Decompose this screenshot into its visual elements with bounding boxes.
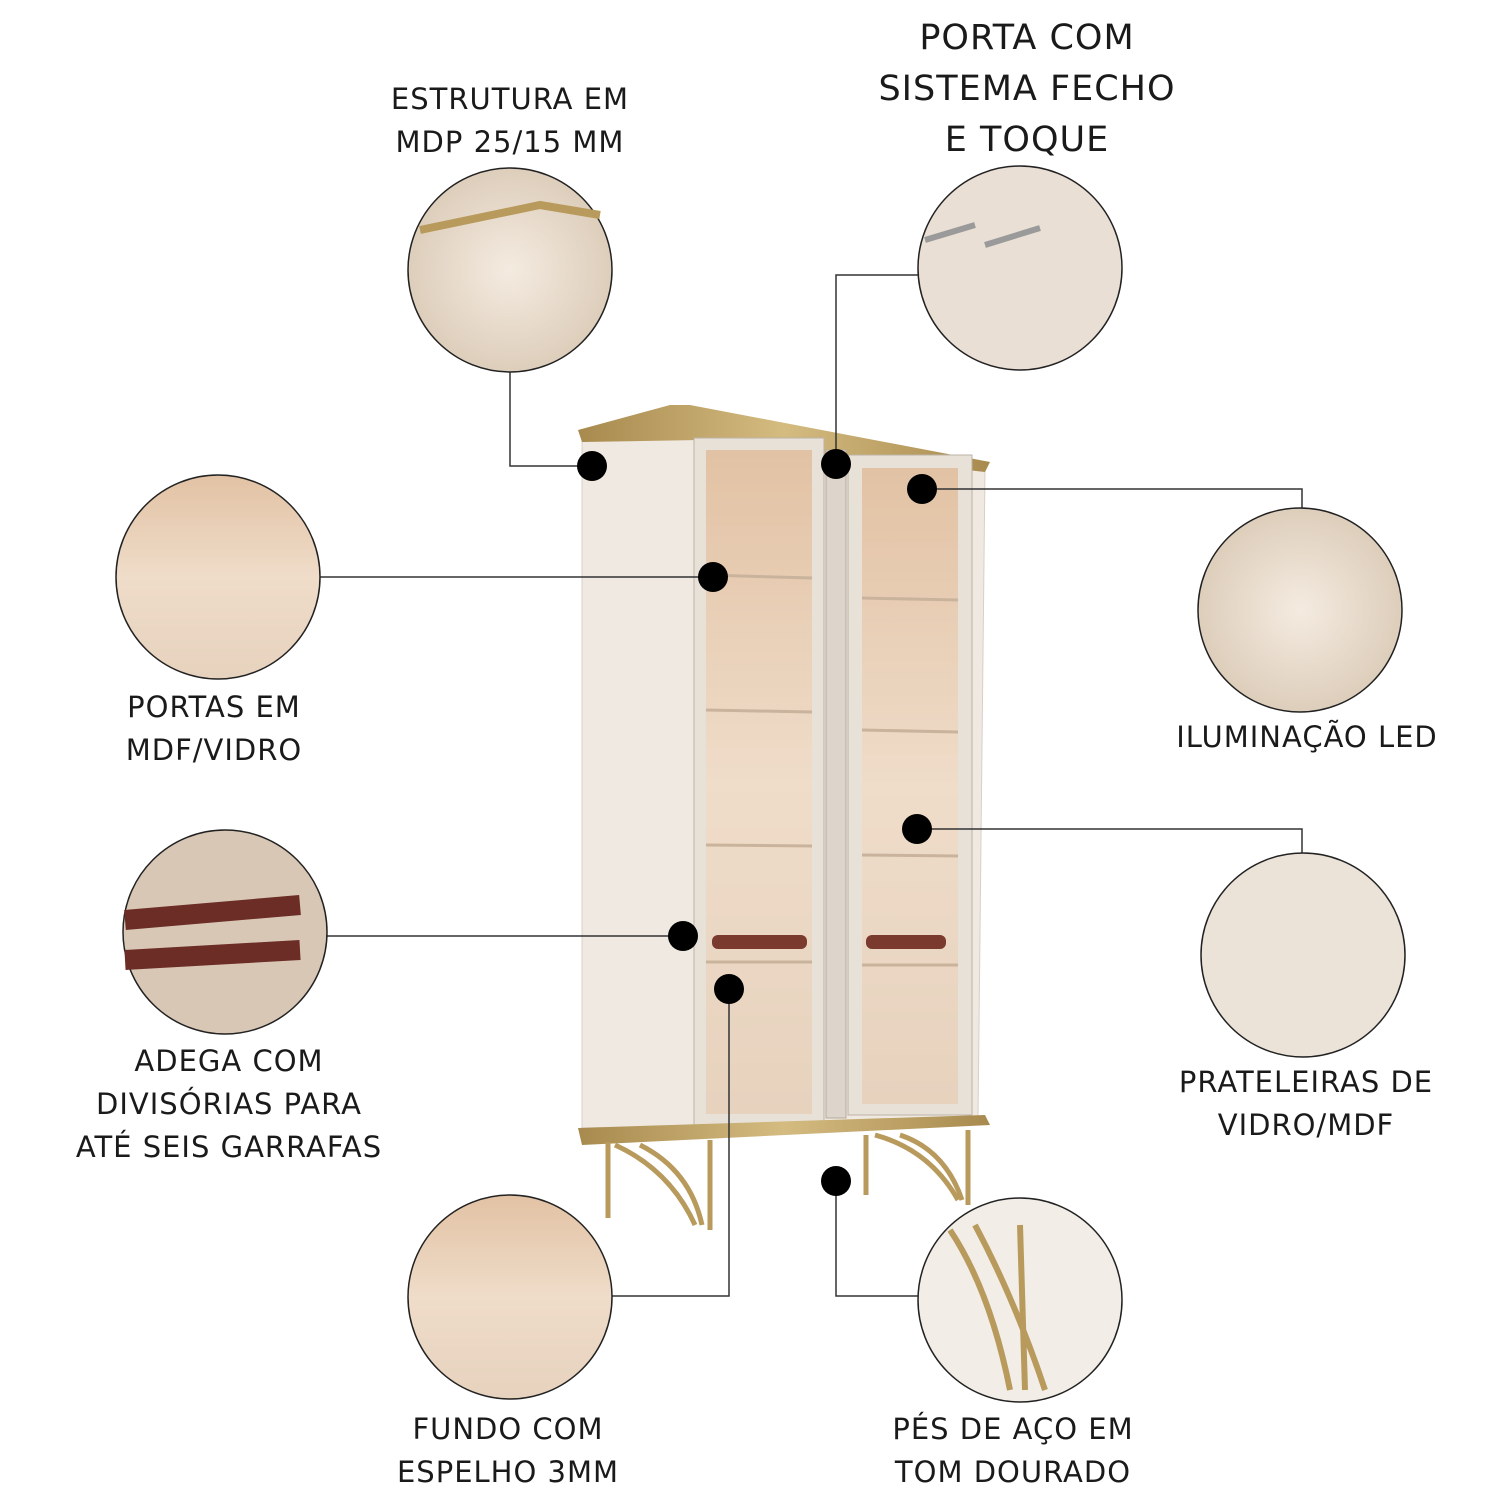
label-line: ILUMINAÇÃO LED (1176, 720, 1438, 754)
detail-lighting (1197, 507, 1403, 713)
label-door-system: PORTA COM SISTEMA FECHO E TOQUE (878, 13, 1175, 166)
wine-bottles (712, 935, 946, 949)
detail-wine-rack (122, 829, 328, 1035)
label-line: ESPELHO 3MM (396, 1455, 620, 1489)
detail-structure (407, 167, 613, 373)
label-line: E TOQUE (944, 120, 1110, 160)
detail-door-system (917, 165, 1123, 371)
connector-lines (320, 274, 1303, 1297)
label-line: ADEGA COM (134, 1044, 324, 1078)
label-line: PORTA COM (919, 18, 1135, 58)
label-line: VIDRO/MDF (1217, 1108, 1395, 1142)
center-handle (825, 449, 847, 1119)
callout-dots (577, 449, 937, 1196)
label-shelves: PRATELEIRAS DE VIDRO/MDF (1179, 1061, 1433, 1147)
cabinet (578, 405, 990, 1230)
label-line: PORTAS EM (127, 690, 301, 724)
cabinet-base (578, 1115, 990, 1145)
detail-circles (115, 165, 1406, 1403)
label-line: ATÉ SEIS GARRAFAS (75, 1130, 383, 1164)
label-structure: ESTRUTURA EM MDP 25/15 MM (391, 78, 629, 164)
label-line: MDP 25/15 MM (395, 125, 625, 159)
label-wine-rack: ADEGA COM DIVISÓRIAS PARA ATÉ SEIS GARRA… (76, 1040, 382, 1169)
label-line: ESTRUTURA EM (390, 82, 630, 116)
gold-legs (605, 1130, 971, 1230)
label-lighting: ILUMINAÇÃO LED (1176, 716, 1438, 759)
label-doors: PORTAS EM MDF/VIDRO (126, 686, 303, 772)
right-door-glass (862, 468, 958, 1104)
label-line: MDF/VIDRO (125, 733, 303, 767)
label-legs: PÉS DE AÇO EM TOM DOURADO (892, 1408, 1133, 1494)
label-line: TOM DOURADO (894, 1455, 1132, 1489)
detail-accents (124, 200, 1048, 1391)
label-line: DIVISÓRIAS PARA (96, 1087, 362, 1121)
label-line: PÉS DE AÇO EM (892, 1412, 1134, 1446)
detail-shelves (1200, 852, 1406, 1058)
label-line: SISTEMA FECHO (878, 69, 1176, 109)
label-line: PRATELEIRAS DE (1178, 1065, 1434, 1099)
detail-doors (115, 474, 321, 680)
detail-mirror-back (407, 1194, 613, 1400)
label-mirror-back: FUNDO COM ESPELHO 3MM (397, 1408, 619, 1494)
left-door-glass (706, 450, 812, 1114)
label-line: FUNDO COM (412, 1412, 604, 1446)
